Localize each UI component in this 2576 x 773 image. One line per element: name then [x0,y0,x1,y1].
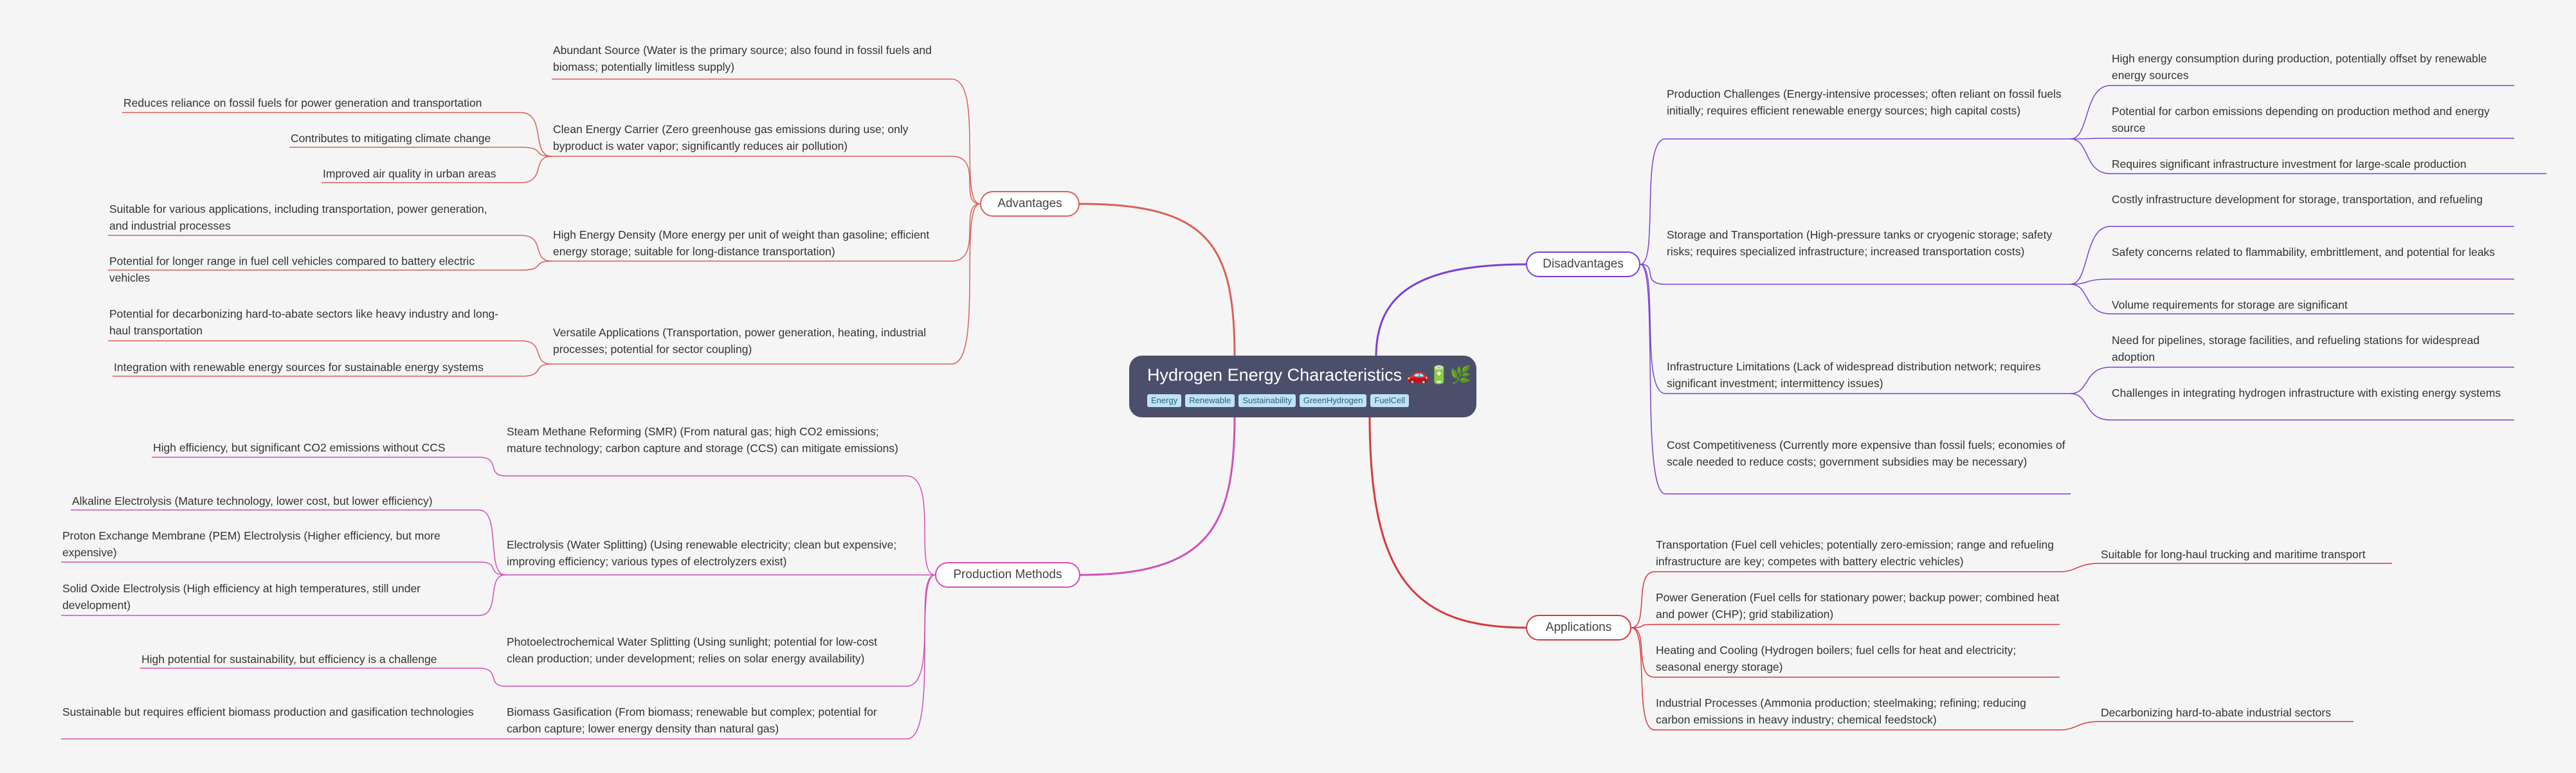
disadvantages-detail[interactable]: High energy consumption during productio… [2112,52,2487,82]
disadvantages-detail[interactable]: Need for pipelines, storage facilities, … [2112,334,2480,363]
connector-production-topic [505,574,936,740]
production-method-detail[interactable]: High potential for sustainability, but e… [141,653,437,666]
connector-root-production [1080,415,1236,576]
connector-applications-topic [1631,627,2060,731]
branch-disadvantages[interactable]: Disadvantages [1526,251,1640,277]
connector-advantages-detail [289,147,552,157]
advantages-detail[interactable]: Contributes to mitigating climate change [291,132,491,145]
connector-root-applications [1368,415,1527,629]
disadvantages-topic[interactable]: Cost Competitiveness (Currently more exp… [1667,439,2065,468]
connector-applications-detail [2059,563,2392,572]
connector-disadvantages-detail [2070,138,2546,174]
disadvantages-detail[interactable]: Safety concerns related to flammability,… [2112,246,2495,259]
disadvantages-detail[interactable]: Requires significant infrastructure inve… [2112,158,2467,170]
advantages-topic[interactable]: High Energy Density (More energy per uni… [553,228,930,258]
connector-production-topic [505,574,936,687]
production-method-detail[interactable]: Sustainable but requires efficient bioma… [62,705,474,718]
connector-applications-topic [1631,571,2060,628]
applications-topic[interactable]: Industrial Processes (Ammonia production… [1656,696,2026,726]
root-tags: Energy Renewable Sustainability GreenHyd… [1147,394,1410,407]
root-topic[interactable]: Hydrogen Energy Characteristics 🚗🔋🌿 Ener… [1129,356,1476,417]
applications-topic[interactable]: Transportation (Fuel cell vehicles; pote… [1656,538,2054,568]
connector-disadvantages-detail [2070,226,2514,285]
connector-production-detail [61,561,506,576]
connector-disadvantages-topic [1640,264,2071,285]
connector-applications-topic [1631,624,2060,628]
disadvantages-detail[interactable]: Costly infrastructure development for st… [2112,193,2483,206]
connector-production-detail [152,457,506,477]
disadvantages-detail[interactable]: Potential for carbon emissions depending… [2112,105,2490,134]
branch-advantages[interactable]: Advantages [980,191,1080,217]
advantages-detail[interactable]: Suitable for various applications, inclu… [109,203,487,232]
applications-topic[interactable]: Power Generation (Fuel cells for station… [1656,591,2060,621]
connector-advantages-detail [108,235,552,262]
connector-advantages-topic [552,203,981,262]
applications-detail[interactable]: Decarbonizing hard-to-abate industrial s… [2101,706,2331,719]
connector-advantages-detail [108,260,552,271]
connector-applications-topic [1631,627,2060,678]
connector-production-detail [61,574,506,616]
connector-advantages-topic [552,203,981,365]
advantages-detail[interactable]: Improved air quality in urban areas [323,167,496,180]
advantages-detail[interactable]: Potential for decarbonizing hard-to-abat… [109,307,499,337]
applications-detail[interactable]: Suitable for long-haul trucking and mari… [2101,548,2366,561]
connector-advantages-detail [122,112,552,157]
connector-advantages-topic [552,156,981,205]
connector-disadvantages-topic [1640,264,2071,495]
connector-advantages-detail [322,156,552,183]
connector-disadvantages-detail [2070,393,2514,421]
production-method-topic[interactable]: Electrolysis (Water Splitting) (Using re… [507,538,897,568]
branch-applications[interactable]: Applications [1526,615,1631,641]
disadvantages-detail[interactable]: Volume requirements for storage are sign… [2112,298,2348,311]
tag-greenhydrogen[interactable]: GreenHydrogen [1299,394,1367,407]
tag-energy[interactable]: Energy [1147,394,1182,407]
production-method-detail[interactable]: High efficiency, but significant CO2 emi… [153,441,446,454]
tag-sustainability[interactable]: Sustainability [1238,394,1296,407]
advantages-detail[interactable]: Integration with renewable energy source… [114,361,484,374]
tag-renewable[interactable]: Renewable [1185,394,1235,407]
connector-disadvantages-detail [2070,367,2514,394]
root-title: Hydrogen Energy Characteristics 🚗🔋🌿 [1147,365,1472,385]
connector-disadvantages-topic [1640,264,2071,394]
disadvantages-detail[interactable]: Challenges in integrating hydrogen infra… [2112,386,2501,399]
connector-root-advantages [1079,203,1236,358]
connector-advantages-topic [552,78,981,205]
advantages-topic[interactable]: Clean Energy Carrier (Zero greenhouse ga… [553,123,909,152]
connector-disadvantages-topic [1640,138,2071,265]
branch-production-methods[interactable]: Production Methods [935,562,1080,588]
advantages-topic[interactable]: Abundant Source (Water is the primary so… [553,44,932,73]
production-method-topic[interactable]: Biomass Gasification (From biomass; rene… [507,705,877,735]
connector-root-disadvantages [1375,263,1527,358]
connector-production-topic [505,475,936,576]
connector-disadvantages-detail [2070,278,2514,285]
advantages-detail[interactable]: Potential for longer range in fuel cell … [109,255,475,284]
connector-disadvantages-detail [2070,138,2514,140]
disadvantages-topic[interactable]: Storage and Transportation (High-pressur… [1667,228,2053,258]
production-method-topic[interactable]: Steam Methane Reforming (SMR) (From natu… [507,425,898,455]
connector-advantages-detail [113,363,552,377]
connector-applications-detail [2059,721,2354,731]
production-method-detail[interactable]: Proton Exchange Membrane (PEM) Electroly… [62,529,440,559]
connector-advantages-detail [108,340,552,365]
advantages-detail[interactable]: Reduces reliance on fossil fuels for pow… [123,96,482,109]
production-method-detail[interactable]: Solid Oxide Electrolysis (High efficienc… [62,582,421,612]
connector-disadvantages-detail [2070,85,2514,140]
tag-fuelcell[interactable]: FuelCell [1370,394,1410,407]
connector-production-detail [71,509,506,576]
production-method-detail[interactable]: Alkaline Electrolysis (Mature technology… [72,495,433,507]
connector-production-detail [140,668,506,687]
applications-topic[interactable]: Heating and Cooling (Hydrogen boilers; f… [1656,644,2017,673]
disadvantages-topic[interactable]: Infrastructure Limitations (Lack of wide… [1667,360,2041,390]
production-method-topic[interactable]: Photoelectrochemical Water Splitting (Us… [507,635,878,665]
disadvantages-topic[interactable]: Production Challenges (Energy-intensive … [1667,87,2062,117]
connector-disadvantages-detail [2070,284,2514,314]
advantages-topic[interactable]: Versatile Applications (Transportation, … [553,326,927,356]
